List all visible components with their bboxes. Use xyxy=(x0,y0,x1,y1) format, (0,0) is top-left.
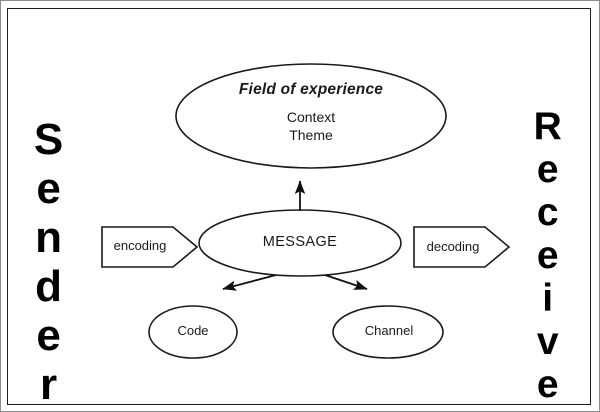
message-ellipse xyxy=(198,209,402,277)
encoding-shape xyxy=(101,226,199,268)
field-of-experience-ellipse xyxy=(175,63,447,169)
sender-label: Sender xyxy=(24,115,74,409)
arrow-message-to-channel xyxy=(324,274,368,290)
receiver-label: Receiver xyxy=(526,105,570,412)
decoding-shape xyxy=(413,226,511,268)
code-ellipse xyxy=(148,305,238,359)
arrow-message-to-code xyxy=(222,274,277,291)
channel-ellipse xyxy=(332,305,444,359)
